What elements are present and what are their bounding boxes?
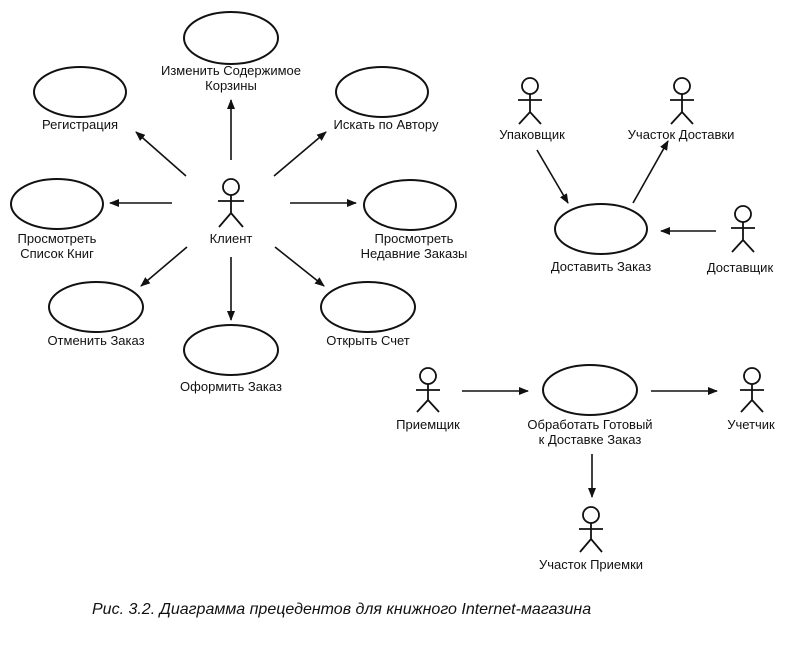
usecase-cancel-order	[48, 281, 144, 333]
label-view-orders-2: Недавние Заказы	[361, 246, 468, 261]
usecase-search-author	[335, 66, 429, 118]
label-change-cart-1: Изменить Содержимое	[161, 63, 301, 78]
usecase-process-order	[542, 364, 638, 416]
arrow-client-to-search-author	[273, 131, 327, 177]
label-actor-courier: Доставщик	[707, 260, 774, 275]
actor-receiver-figure	[416, 367, 440, 413]
label-actor-receiver: Приемщик	[396, 417, 460, 432]
usecase-change-cart	[183, 11, 279, 65]
actor-client-figure	[218, 178, 244, 228]
label-actor-packer: Упаковщик	[499, 127, 565, 142]
usecase-deliver-order	[554, 203, 648, 255]
label-view-books-2: Список Книг	[20, 246, 94, 261]
actor-accountant-figure	[740, 367, 764, 413]
label-actor-client: Клиент	[210, 231, 253, 246]
usecase-register	[33, 66, 127, 118]
arrow-client-to-register	[135, 131, 187, 177]
usecase-open-account	[320, 281, 416, 333]
usecase-view-books	[10, 178, 104, 230]
label-view-orders-1: Просмотреть	[375, 231, 454, 246]
actor-delivery-area-figure	[670, 77, 694, 125]
label-process-order-1: Обработать Готовый	[527, 417, 652, 432]
label-actor-delivery-area: Участок Доставки	[628, 127, 735, 142]
actor-receiving-area-figure	[579, 506, 603, 553]
label-register: Регистрация	[42, 117, 118, 132]
label-change-cart-2: Корзины	[205, 78, 257, 93]
label-open-account: Открыть Счет	[326, 333, 409, 348]
usecase-place-order	[183, 324, 279, 376]
label-place-order: Оформить Заказ	[180, 379, 282, 394]
arrow-deliver-order-to-delivery-area	[632, 140, 669, 204]
arrow-packer-to-deliver-order	[536, 149, 569, 204]
figure-caption: Рис. 3.2. Диаграмма прецедентов для книж…	[92, 601, 591, 618]
label-actor-receiving-area: Участок Приемки	[539, 557, 643, 572]
actor-packer-figure	[518, 77, 542, 125]
arrow-client-to-cancel-order	[140, 246, 188, 287]
label-process-order-2: к Доставке Заказ	[539, 432, 642, 447]
label-cancel-order: Отменить Заказ	[47, 333, 144, 348]
label-view-books-1: Просмотреть	[18, 231, 97, 246]
arrow-client-to-open-account	[274, 246, 325, 287]
actor-courier-figure	[731, 205, 755, 253]
label-deliver-order: Доставить Заказ	[551, 259, 651, 274]
usecase-view-orders	[363, 179, 457, 231]
label-search-author: Искать по Автору	[334, 117, 439, 132]
label-actor-accountant: Учетчик	[727, 417, 775, 432]
